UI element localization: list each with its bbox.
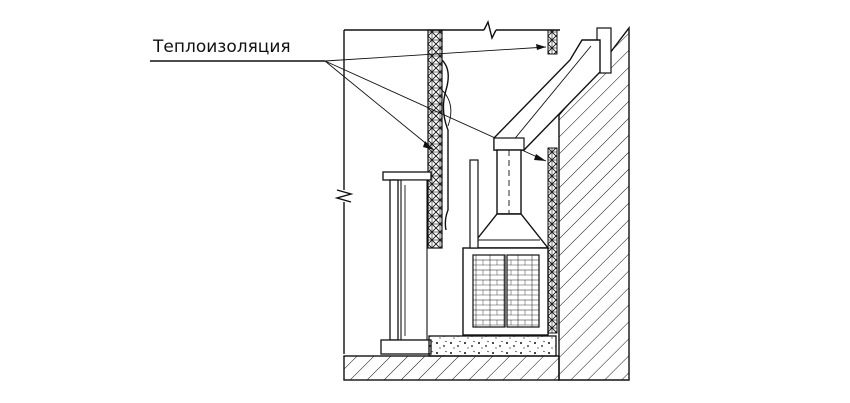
upper-insulation-strip (547, 29, 558, 55)
firebox (462, 159, 550, 336)
hearth-base (428, 335, 557, 357)
decorative-column (380, 171, 432, 355)
firebox-door-right (506, 254, 540, 328)
wall-insulation-strip (547, 147, 558, 334)
insulation-label: Теплоизоляция (152, 37, 291, 57)
floor-slab (343, 355, 560, 381)
decorative-hood (427, 29, 452, 249)
firebox-door-left (472, 254, 506, 328)
